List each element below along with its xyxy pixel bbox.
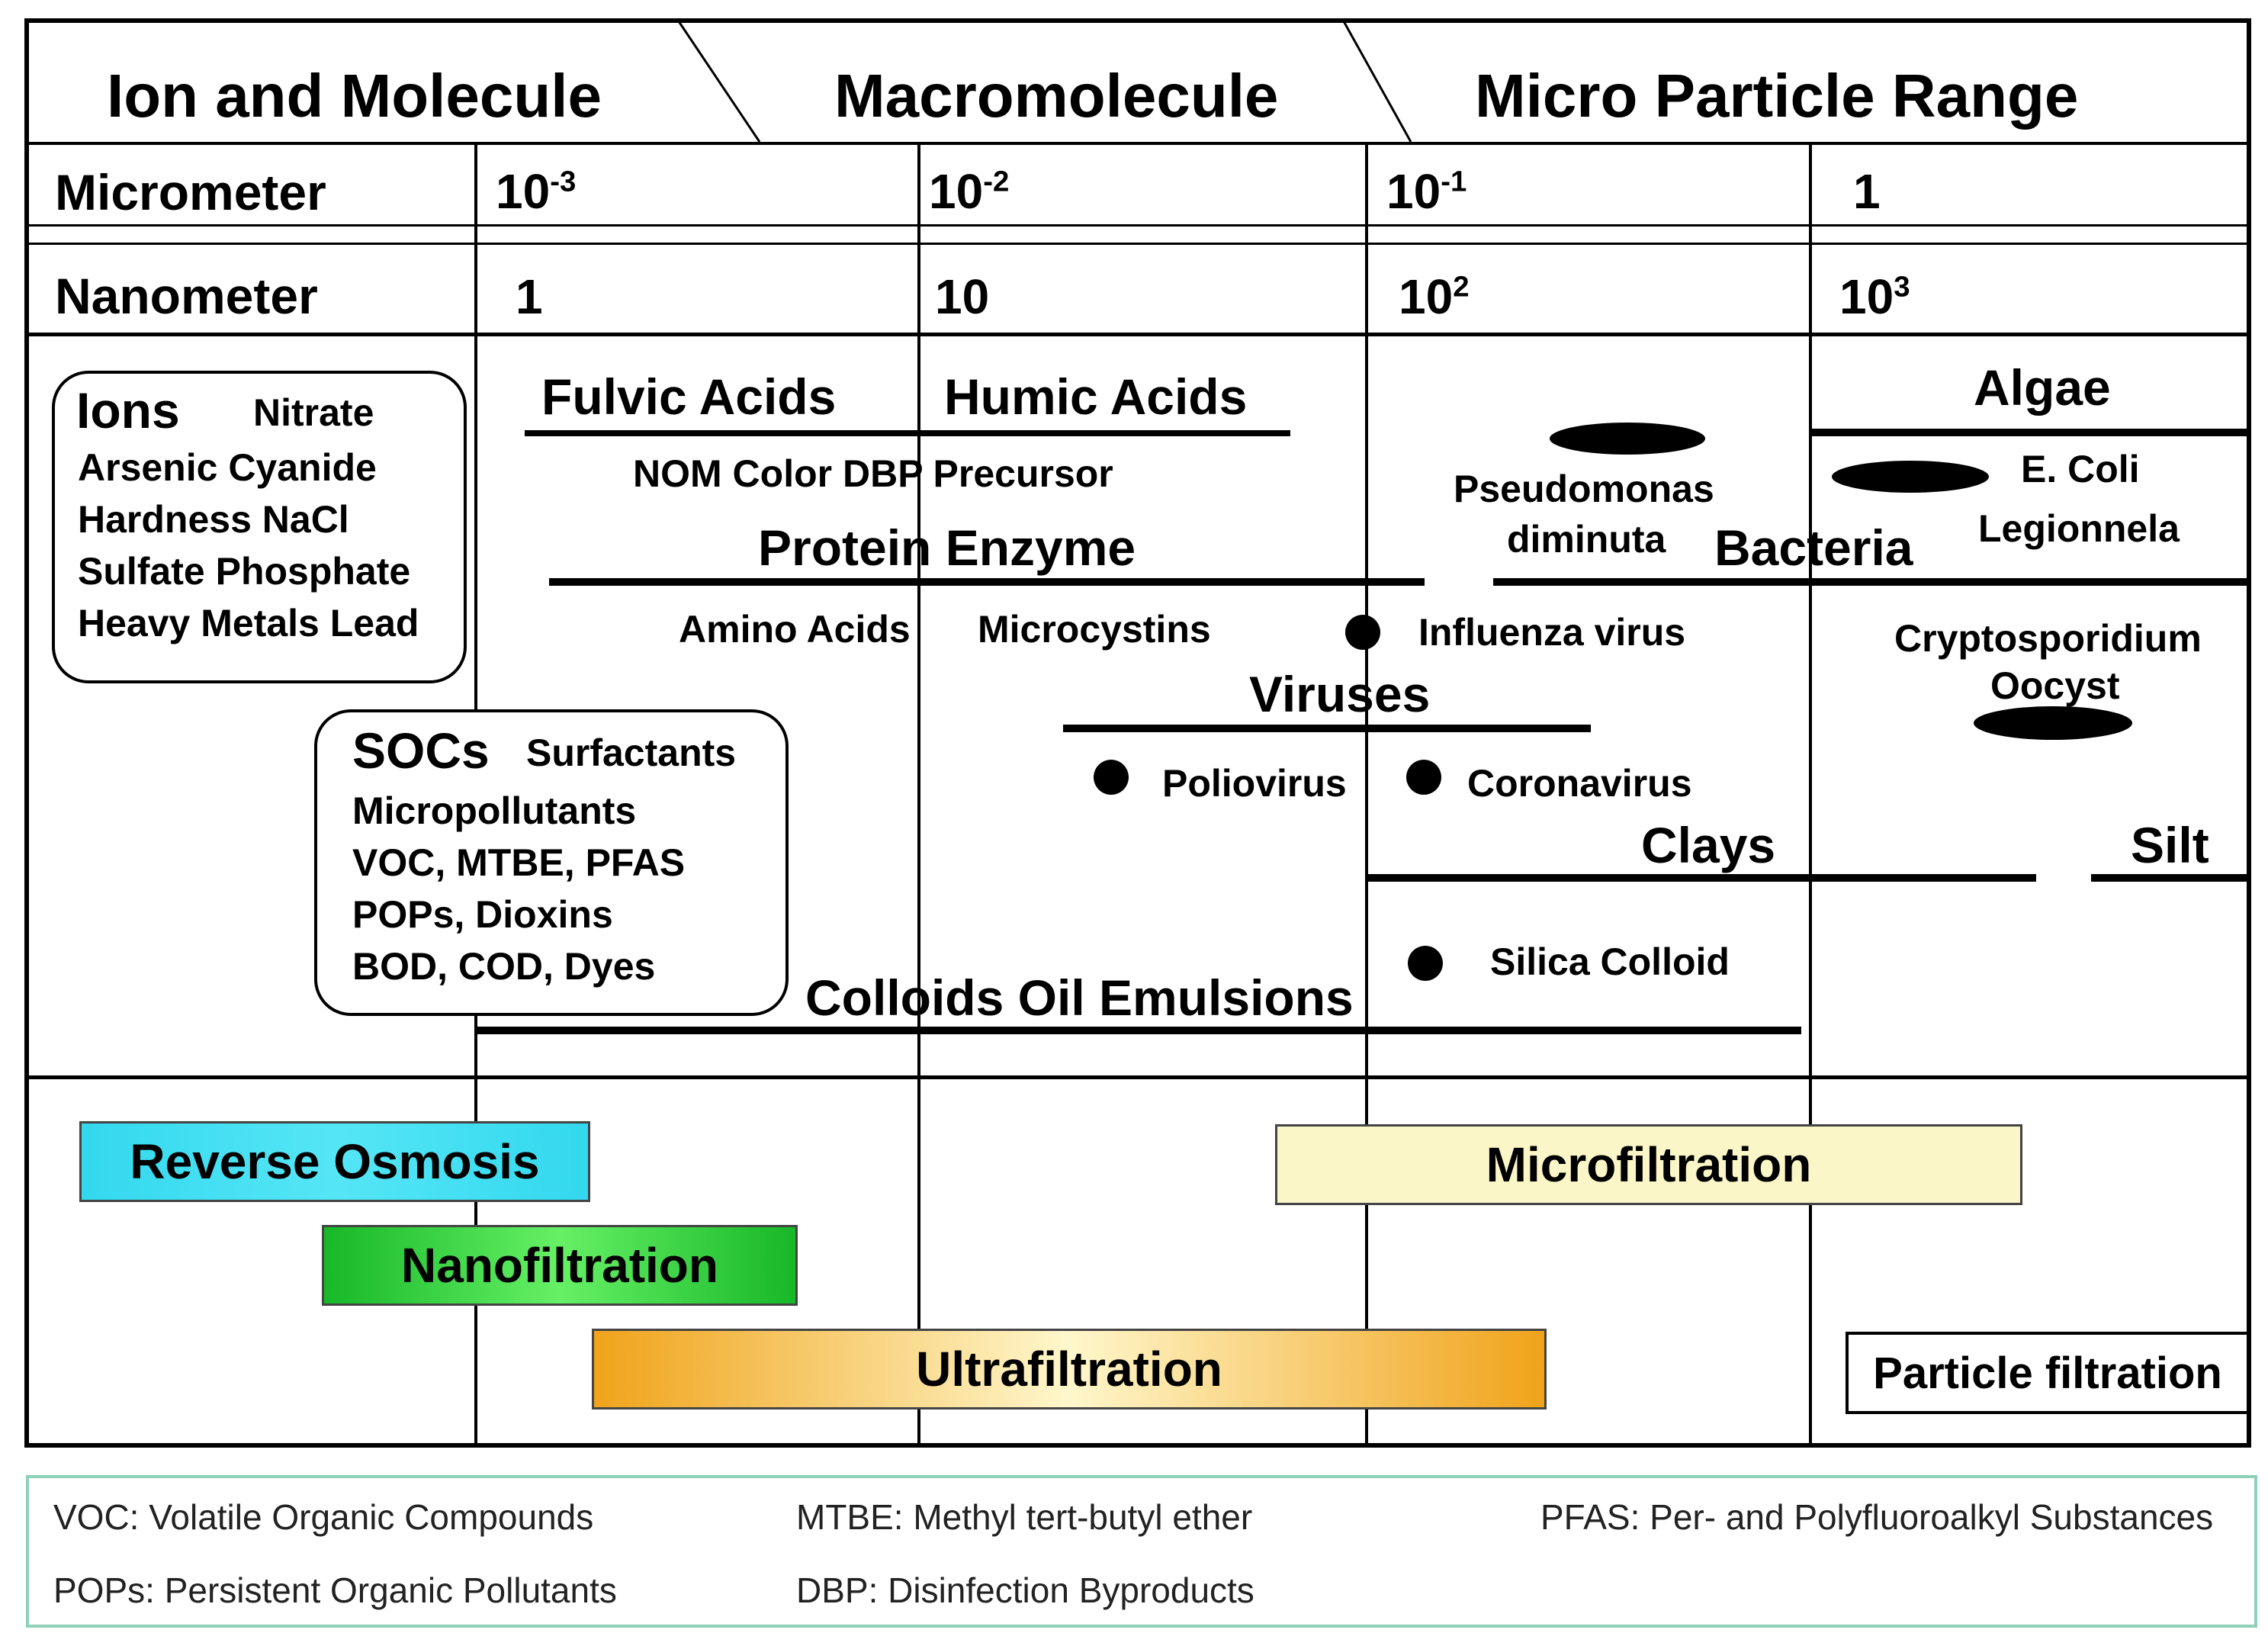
- influenza-dot: [1345, 615, 1380, 650]
- legend-dbp: DBP: Disinfection Byproducts: [796, 1570, 1254, 1610]
- process-ultrafiltration: Ultrafiltration: [592, 1329, 1547, 1410]
- header-micro-particle: Micro Particle Range: [1475, 62, 2079, 130]
- range-bar-silt: [2091, 874, 2250, 882]
- label-microcystins: Microcystins: [978, 608, 1211, 651]
- label-influenza: Influenza virus: [1418, 611, 1686, 654]
- label-viruses: Viruses: [1249, 666, 1431, 722]
- ions-nitrate: Nitrate: [253, 391, 374, 434]
- ions-box: [52, 371, 467, 683]
- range-bar-humic: [525, 430, 1290, 436]
- rule-micrometer-bottom-b: [27, 243, 2250, 245]
- socs-line-4: POPs, Dioxins: [352, 893, 613, 936]
- micrometer-tick-2: 10-2: [929, 164, 1010, 219]
- abbreviation-legend: [26, 1475, 2257, 1628]
- micrometer-tick-3: 10-1: [1386, 164, 1467, 219]
- crypto-oocyst-shape: [1974, 706, 2132, 740]
- chart-frame: [24, 18, 2251, 1448]
- label-coronavirus: Coronavirus: [1467, 762, 1692, 805]
- label-oocyst: Oocyst: [1990, 664, 2120, 707]
- poliovirus-dot: [1094, 760, 1129, 795]
- socs-line-3: VOC, MTBE, PFAS: [352, 841, 686, 884]
- nanometer-label: Nanometer: [55, 268, 318, 324]
- label-algae: Algae: [1974, 359, 2111, 416]
- label-nom: NOM Color DBP Precursor: [633, 452, 1113, 495]
- range-bar-colloids: [477, 1027, 1801, 1034]
- bacteria-ecoli-shape: [1832, 461, 1989, 493]
- legend-pops: POPs: Persistent Organic Pollutants: [53, 1570, 617, 1610]
- ions-line-3: Hardness NaCl: [78, 498, 349, 541]
- nanometer-tick-2: 10: [935, 269, 990, 324]
- header-macromolecule: Macromolecule: [834, 62, 1279, 130]
- socs-surfactants: Surfactants: [526, 731, 737, 774]
- process-microfiltration: Microfiltration: [1275, 1124, 2022, 1205]
- legend-mtbe: MTBE: Methyl tert-butyl ether: [796, 1497, 1253, 1537]
- legend-voc: VOC: Volatile Organic Compounds: [53, 1497, 594, 1537]
- rule-nanometer-bottom: [27, 333, 2250, 336]
- label-fulvic-acids: Fulvic Acids: [541, 368, 837, 425]
- label-humic-acids: Humic Acids: [944, 368, 1248, 425]
- label-silt: Silt: [2131, 817, 2209, 873]
- label-legionnela: Legionnela: [1978, 507, 2180, 550]
- ions-title: Ions: [76, 382, 180, 439]
- nanometer-tick-1: 1: [516, 269, 543, 324]
- silica-colloid-dot: [1408, 946, 1443, 981]
- rule-process-top: [27, 1075, 2250, 1079]
- process-nanofiltration: Nanofiltration: [322, 1225, 798, 1306]
- bacteria-pseudomonas-shape: [1550, 423, 1705, 455]
- range-bar-viruses: [1063, 725, 1591, 732]
- range-bar-clays: [1365, 874, 2036, 882]
- label-clays: Clays: [1641, 817, 1776, 873]
- legend-pfas: PFAS: Per- and Polyfluoroalkyl Substance…: [1540, 1497, 2214, 1537]
- socs-line-5: BOD, COD, Dyes: [352, 945, 656, 988]
- socs-box: [314, 709, 789, 1016]
- socs-title: SOCs: [352, 722, 490, 779]
- rule-micrometer-bottom-a: [27, 224, 2250, 227]
- coronavirus-dot: [1406, 760, 1441, 795]
- label-poliovirus: Poliovirus: [1162, 762, 1347, 805]
- header-ion-molecule: Ion and Molecule: [107, 62, 602, 130]
- socs-line-2: Micropollutants: [352, 789, 637, 832]
- gridline-10nm-a: [917, 143, 920, 671]
- ions-line-2: Arsenic Cyanide: [78, 446, 377, 489]
- range-bar-algae: [1810, 429, 2250, 436]
- nanometer-tick-3: 102: [1399, 269, 1470, 324]
- label-ecoli: E. Coli: [2021, 448, 2140, 490]
- gridline-100nm: [1365, 143, 1368, 1446]
- process-reverse-osmosis: Reverse Osmosis: [79, 1121, 590, 1202]
- label-pseudomonas: Pseudomonas: [1454, 468, 1714, 510]
- label-colloids: Colloids Oil Emulsions: [805, 969, 1354, 1026]
- rule-header-bottom: [27, 142, 2250, 145]
- process-particle-filtration: Particle filtration: [1846, 1332, 2250, 1414]
- label-cryptosporidium: Cryptosporidium: [1894, 617, 2202, 660]
- label-amino-acids: Amino Acids: [679, 608, 911, 651]
- label-silica-colloid: Silica Colloid: [1490, 940, 1730, 983]
- range-bar-bacteria: [1493, 578, 2250, 586]
- header-dividers: [677, 21, 1412, 143]
- ions-line-4: Sulfate Phosphate: [78, 550, 411, 593]
- ions-line-5: Heavy Metals Lead: [78, 602, 419, 644]
- micrometer-tick-1: 10-3: [496, 164, 577, 219]
- gridline-1000nm: [1809, 143, 1812, 1446]
- label-diminuta: diminuta: [1507, 518, 1666, 561]
- micrometer-tick-4: 1: [1853, 164, 1881, 219]
- nanometer-tick-4: 103: [1839, 269, 1910, 324]
- label-protein-enzyme: Protein Enzyme: [758, 519, 1136, 576]
- micrometer-label: Micrometer: [55, 164, 326, 220]
- gridline-10nm-b: [917, 664, 920, 1446]
- range-bar-protein: [549, 578, 1425, 586]
- label-bacteria: Bacteria: [1714, 519, 1913, 576]
